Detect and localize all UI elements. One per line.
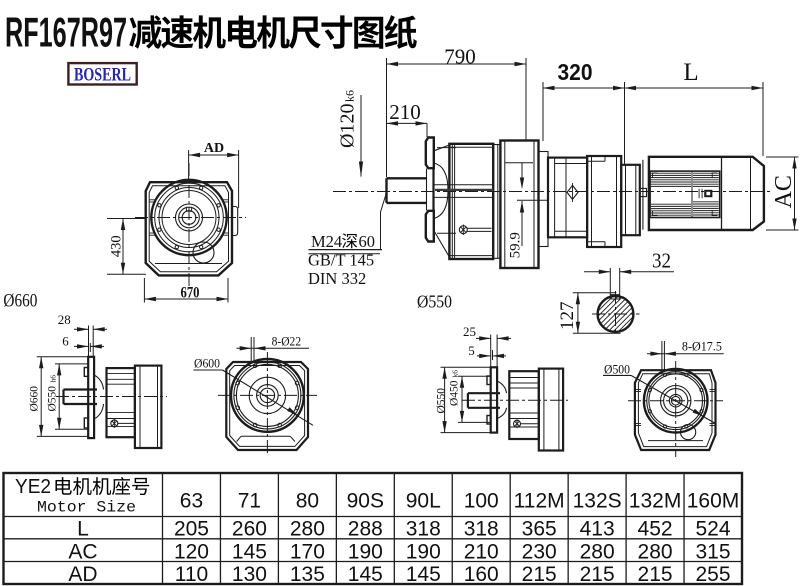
svg-text:280: 280 (580, 541, 615, 564)
svg-text:190: 190 (348, 541, 383, 564)
svg-text:M24: M24 (311, 232, 342, 251)
svg-text:Ø600: Ø600 (194, 356, 220, 371)
svg-text:6: 6 (62, 334, 69, 349)
svg-text:AC: AC (68, 541, 97, 564)
svg-text:Ø660: Ø660 (29, 386, 41, 412)
svg-text:80: 80 (296, 490, 319, 513)
svg-text:k6: k6 (343, 90, 357, 102)
svg-text:255: 255 (696, 563, 731, 586)
svg-text:60: 60 (359, 232, 376, 251)
svg-text:100: 100 (464, 490, 499, 513)
svg-text:135: 135 (290, 563, 325, 586)
svg-text:210: 210 (389, 100, 421, 124)
svg-text:670: 670 (181, 285, 200, 302)
svg-text:288: 288 (348, 518, 383, 541)
svg-text:452: 452 (638, 518, 673, 541)
svg-text:190: 190 (406, 541, 441, 564)
svg-text:132M: 132M (629, 490, 682, 513)
svg-text:h6: h6 (49, 375, 58, 383)
svg-text:AD: AD (68, 563, 97, 586)
svg-text:L: L (77, 518, 89, 541)
svg-text:5: 5 (468, 343, 475, 358)
svg-text:170: 170 (290, 541, 325, 564)
svg-text:28: 28 (58, 312, 71, 327)
svg-text:280: 280 (638, 541, 673, 564)
svg-text:25: 25 (463, 324, 476, 339)
svg-text:L: L (683, 59, 698, 86)
svg-text:413: 413 (580, 518, 615, 541)
svg-text:Ø120: Ø120 (337, 104, 359, 148)
svg-text:Ø450: Ø450 (449, 380, 461, 406)
svg-text:AD: AD (204, 141, 224, 156)
svg-text:145: 145 (406, 563, 441, 586)
svg-text:132S: 132S (573, 490, 622, 513)
svg-text:524: 524 (696, 518, 731, 541)
svg-text:112M: 112M (514, 490, 565, 513)
svg-text:Ø550: Ø550 (417, 292, 452, 312)
svg-text:260: 260 (232, 518, 267, 541)
svg-text:63: 63 (180, 490, 203, 513)
svg-text:8-Ø22: 8-Ø22 (272, 334, 302, 349)
svg-text:Motor Size: Motor Size (37, 499, 136, 517)
svg-text:127: 127 (557, 302, 578, 331)
svg-text:90L: 90L (406, 490, 441, 513)
svg-text:320: 320 (558, 59, 593, 85)
svg-text:90S: 90S (347, 490, 384, 513)
svg-text:RF167R97: RF167R97 (5, 9, 127, 56)
svg-text:145: 145 (232, 541, 267, 564)
svg-text:k6: k6 (451, 370, 460, 378)
svg-text:315: 315 (696, 541, 731, 564)
svg-text:GB/T 145: GB/T 145 (308, 251, 374, 270)
svg-text:Ø550: Ø550 (436, 388, 448, 414)
svg-text:Ø550: Ø550 (47, 386, 59, 412)
svg-text:71: 71 (238, 490, 261, 513)
svg-text:59.9: 59.9 (508, 232, 524, 258)
svg-text:215: 215 (580, 563, 615, 586)
svg-text:318: 318 (464, 518, 499, 541)
svg-text:110: 110 (175, 563, 208, 586)
svg-text:Ø500: Ø500 (604, 362, 630, 376)
svg-text:365: 365 (522, 518, 557, 541)
svg-text:430: 430 (109, 235, 125, 257)
svg-text:205: 205 (174, 518, 209, 541)
svg-text:280: 280 (290, 518, 325, 541)
svg-text:130: 130 (232, 563, 267, 586)
svg-text:8-Ø17.5: 8-Ø17.5 (682, 339, 722, 354)
svg-text:BOSERL: BOSERL (74, 65, 131, 86)
svg-text:DIN 332: DIN 332 (308, 269, 366, 288)
svg-text:215: 215 (522, 563, 557, 586)
svg-text:160M: 160M (687, 490, 740, 513)
svg-text:210: 210 (464, 541, 499, 564)
svg-text:318: 318 (406, 518, 441, 541)
svg-text:790: 790 (444, 45, 476, 69)
svg-text:AC: AC (771, 175, 797, 208)
svg-text:145: 145 (348, 563, 383, 586)
svg-text:230: 230 (522, 541, 557, 564)
svg-text:215: 215 (638, 563, 673, 586)
svg-text:160: 160 (464, 563, 499, 586)
svg-text:Ø660: Ø660 (3, 292, 37, 312)
svg-text:32: 32 (652, 249, 671, 273)
svg-text:120: 120 (174, 541, 209, 564)
svg-text:YE2: YE2 (15, 476, 51, 498)
